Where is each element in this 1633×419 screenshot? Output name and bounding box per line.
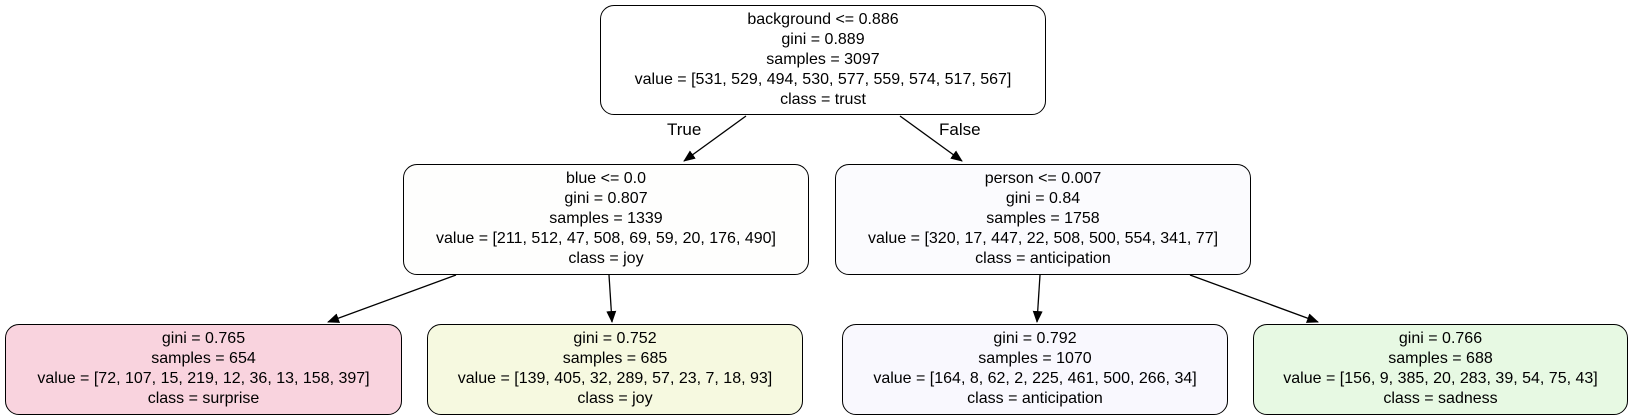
edge-root-to-right: [899, 115, 963, 162]
edge-left-to-left-left: [327, 274, 457, 323]
tree-leaf-left-left: gini = 0.765 samples = 654 value = [72, …: [5, 324, 402, 415]
node-gini: gini = 0.752: [573, 330, 657, 347]
tree-node-right: person <= 0.007 gini = 0.84 samples = 17…: [835, 164, 1251, 275]
edge-left-to-left-right: [606, 274, 617, 323]
node-class: class = surprise: [147, 390, 260, 407]
node-value: value = [211, 512, 47, 508, 69, 59, 20, …: [436, 230, 776, 247]
edge-label-true: True: [667, 120, 702, 139]
node-class: class = joy: [577, 390, 653, 407]
node-samples: samples = 688: [1388, 350, 1493, 367]
tree-leaf-right-right: gini = 0.766 samples = 688 value = [156,…: [1253, 324, 1628, 415]
node-condition: blue <= 0.0: [565, 170, 647, 187]
node-class: class = anticipation: [975, 250, 1111, 267]
tree-leaf-left-right: gini = 0.752 samples = 685 value = [139,…: [427, 324, 803, 415]
node-condition: person <= 0.007: [984, 170, 1102, 187]
node-value: value = [139, 405, 32, 289, 57, 23, 7, 1…: [457, 370, 773, 387]
tree-node-root: background <= 0.886 gini = 0.889 samples…: [600, 5, 1046, 115]
node-samples: samples = 654: [151, 350, 256, 367]
node-gini: gini = 0.807: [564, 190, 648, 207]
node-value: value = [164, 8, 62, 2, 225, 461, 500, 2…: [873, 370, 1197, 387]
tree-leaf-right-left: gini = 0.792 samples = 1070 value = [164…: [842, 324, 1228, 415]
node-class: class = trust: [780, 91, 866, 108]
edge-right-to-right-right: [1189, 274, 1319, 323]
node-value: value = [531, 529, 494, 530, 577, 559, 5…: [634, 71, 1012, 88]
node-class: class = sadness: [1383, 390, 1498, 407]
node-condition: background <= 0.886: [747, 11, 899, 28]
node-gini: gini = 0.765: [161, 330, 246, 347]
node-samples: samples = 3097: [766, 51, 880, 68]
tree-node-left: blue <= 0.0 gini = 0.807 samples = 1339 …: [403, 164, 809, 275]
node-gini: gini = 0.766: [1398, 330, 1483, 347]
edge-right-to-right-left: [1032, 274, 1043, 323]
node-samples: samples = 1758: [986, 210, 1100, 227]
node-value: value = [156, 9, 385, 20, 283, 39, 54, 7…: [1283, 370, 1598, 387]
node-value: value = [320, 17, 447, 22, 508, 500, 554…: [867, 230, 1219, 247]
node-gini: gini = 0.792: [993, 330, 1077, 347]
edge-root-to-left: [683, 115, 747, 162]
node-samples: samples = 1339: [549, 210, 663, 227]
edge-label-false: False: [939, 120, 981, 139]
node-value: value = [72, 107, 15, 219, 12, 36, 13, 1…: [37, 370, 370, 387]
node-samples: samples = 1070: [978, 350, 1092, 367]
node-class: class = anticipation: [967, 390, 1103, 407]
node-gini: gini = 0.889: [781, 31, 865, 48]
node-samples: samples = 685: [562, 350, 668, 367]
node-gini: gini = 0.84: [1005, 190, 1081, 207]
node-class: class = joy: [568, 250, 644, 267]
